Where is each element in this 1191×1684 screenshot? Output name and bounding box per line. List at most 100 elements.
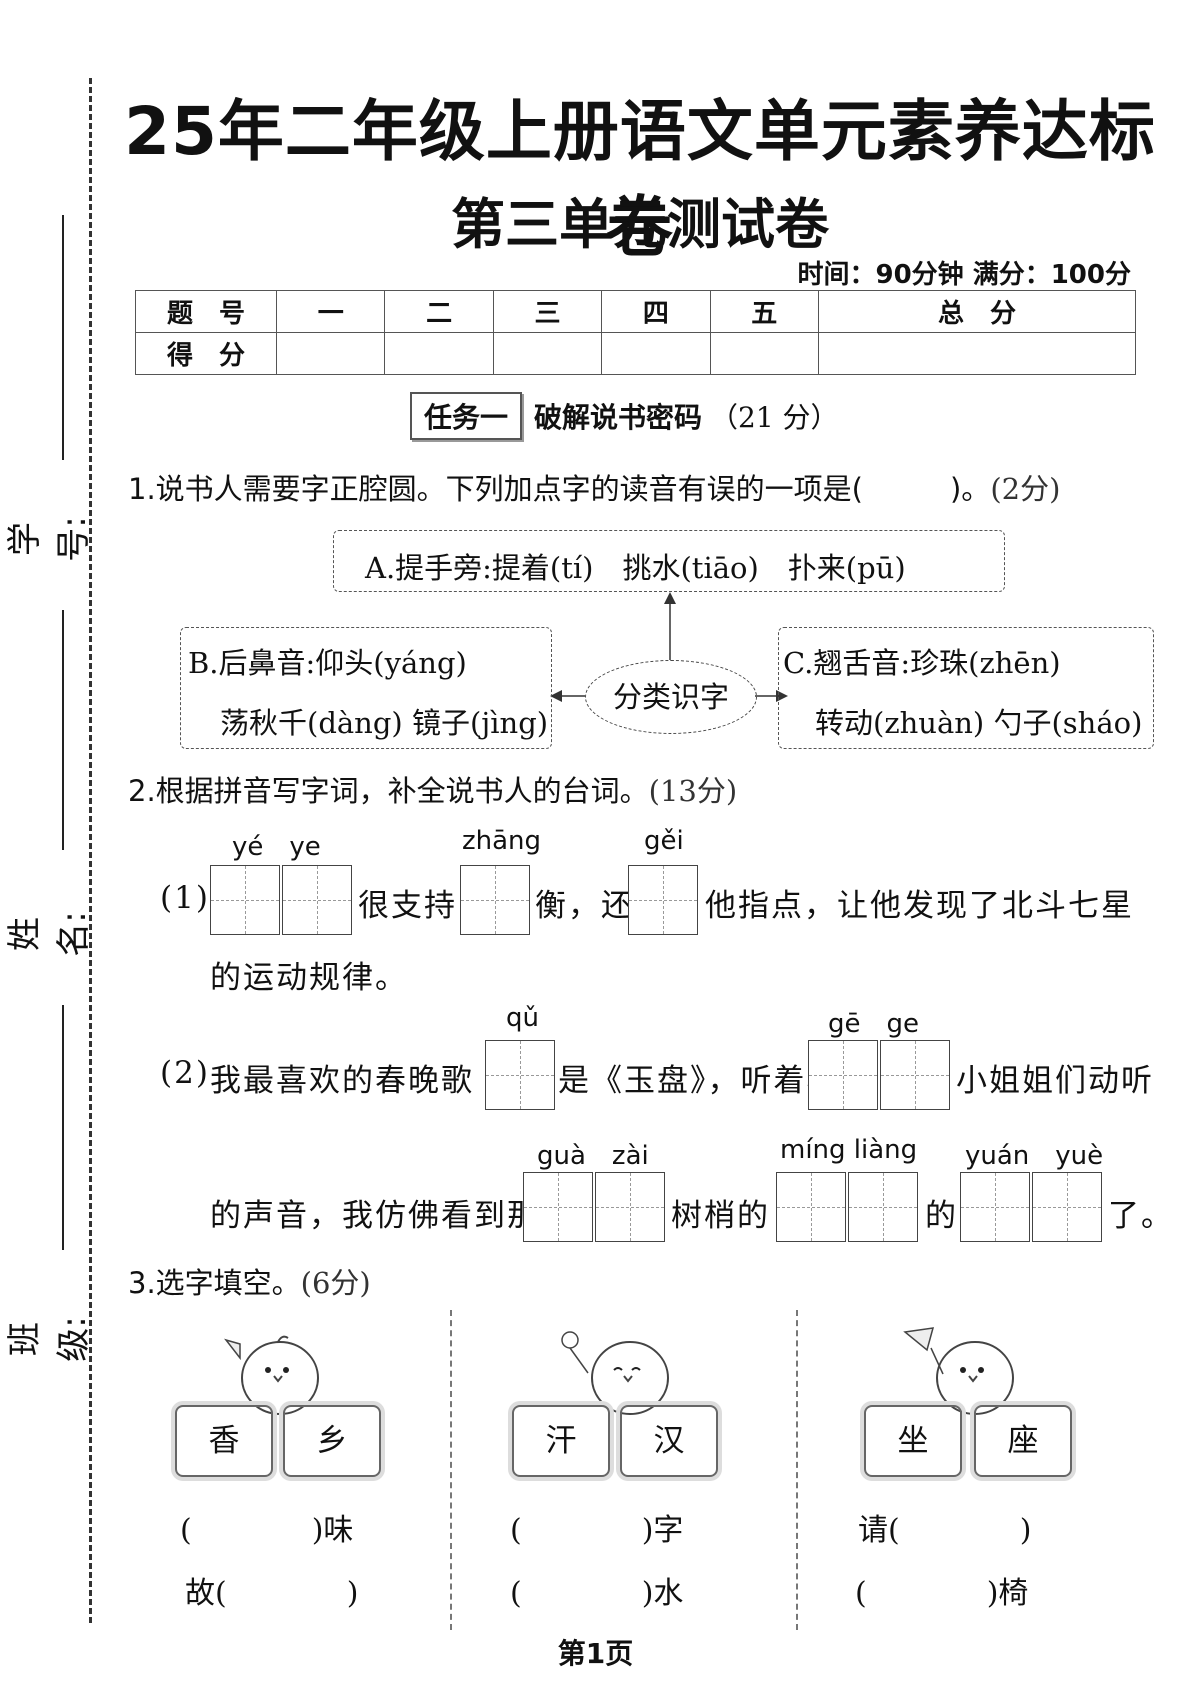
q1-stem: 1.说书人需要字正腔圆。下列加点字的读音有误的一项是( )。(2分): [128, 466, 1060, 508]
column-divider: [450, 1310, 452, 1630]
q2-stem-text: 2.根据拼音写字词，补全说书人的台词。: [128, 774, 649, 808]
tian-grid-box[interactable]: [960, 1172, 1030, 1242]
score-header-cell: 四: [601, 290, 711, 333]
chick-illustration-icon: [561, 1331, 669, 1415]
q2-points: (13分): [648, 774, 738, 808]
sentence-text: 很支持: [358, 888, 457, 924]
score-cell[interactable]: [275, 332, 386, 375]
sentence-label: (1): [160, 880, 210, 916]
arrow-right-icon: [776, 690, 788, 702]
chick-illustration-icon: [223, 1335, 319, 1415]
char-choice-box[interactable]: 汉: [620, 1405, 718, 1477]
tian-grid-box[interactable]: [460, 865, 530, 935]
pinyin: zhāng: [462, 826, 542, 856]
column-divider: [796, 1310, 798, 1630]
arrow-up-icon: [664, 592, 676, 604]
fill-blank[interactable]: 故( ): [185, 1576, 359, 1611]
score-cell[interactable]: [492, 332, 603, 375]
q1-option-c-box: [778, 627, 1154, 749]
q1-option-a[interactable]: A.提手旁:提着(tí) 挑水(tiāo) 扑来(pū): [365, 551, 906, 585]
q1-option-c-line2[interactable]: 转动(zhuàn) 勺子(sháo): [815, 706, 1143, 740]
char-choice-box[interactable]: 汗: [512, 1405, 610, 1477]
score-table-header-row: 题 号 一 二 三 四 五 总 分: [135, 290, 1137, 333]
fill-blank[interactable]: ( )水: [510, 1576, 684, 1611]
time-info: 时间：90分钟 满分：100分: [797, 260, 1131, 290]
page-number: 第1页: [557, 1637, 634, 1670]
sentence-text: 了。: [1108, 1198, 1174, 1234]
class-line: [62, 1005, 64, 1250]
fill-blank[interactable]: ( )椅: [855, 1576, 1029, 1611]
task1-score: （21 分）: [710, 401, 839, 434]
sentence-text: 的: [925, 1198, 958, 1234]
char-choice-box[interactable]: 香: [175, 1405, 273, 1477]
tian-grid-box[interactable]: [595, 1172, 665, 1242]
tian-grid-box[interactable]: [210, 865, 280, 935]
sentence-text: 是《玉盘》，听着小: [558, 1063, 840, 1099]
score-row-label: 得 分: [135, 332, 277, 375]
tian-grid-box[interactable]: [485, 1040, 555, 1110]
q2-stem: 2.根据拼音写字词，补全说书人的台词。(13分): [128, 768, 737, 810]
score-cell[interactable]: [709, 332, 819, 375]
fill-blank[interactable]: ( )味: [180, 1513, 354, 1548]
score-table-score-row: 得 分: [135, 332, 1137, 375]
task1-badge: 任务一: [410, 392, 523, 440]
q1-points: (2分): [990, 472, 1061, 506]
name-line: [62, 610, 64, 850]
sentence-text: 他指点，让他发现了北斗七星: [705, 888, 1134, 924]
sentence-text: 我最喜欢的春晚歌: [210, 1063, 474, 1099]
exam-title: 25年二年级上册语文单元素养达标卷: [124, 93, 1156, 266]
q1-option-c-line1[interactable]: C.翘舌音:珍珠(zhēn): [783, 646, 1061, 680]
pinyin: gē ge: [828, 1009, 920, 1039]
score-header-cell: 三: [492, 290, 603, 333]
score-header-cell: 一: [275, 290, 386, 333]
q1-option-b-line2[interactable]: 荡秋千(dàng) 镜子(jìng): [220, 706, 549, 740]
pinyin: míng liàng: [780, 1135, 918, 1165]
sentence-text: 的运动规律。: [210, 960, 408, 996]
sentence-text: 树梢的: [671, 1198, 770, 1234]
sentence-label: (2): [160, 1055, 210, 1091]
arrow-left-icon: [550, 690, 562, 702]
sentence-text: 的声音，我仿佛看到那: [210, 1198, 540, 1234]
char-choice-box[interactable]: 座: [974, 1405, 1072, 1477]
pinyin: gěi: [644, 826, 684, 856]
fill-blank[interactable]: ( )字: [510, 1513, 684, 1548]
q1-stem-text: 1.说书人需要字正腔圆。下列加点字的读音有误的一项是( )。: [128, 472, 991, 506]
exam-subtitle: 第三单元测试卷: [451, 193, 829, 256]
chick-illustration-icon: [903, 1327, 1014, 1415]
name-label: 姓名:: [5, 911, 94, 957]
score-cell[interactable]: [601, 332, 711, 375]
score-cell[interactable]: [817, 332, 1137, 375]
q1-option-b-box: [180, 627, 552, 749]
tian-grid-box[interactable]: [628, 865, 698, 935]
q1-arrows: [550, 592, 788, 702]
task1-heading: 任务一破解说书密码（21 分）: [410, 392, 839, 440]
tian-grid-box[interactable]: [282, 865, 352, 935]
score-table: 题 号 一 二 三 四 五 总 分 得 分: [135, 290, 1137, 375]
tian-grid-box[interactable]: [808, 1040, 878, 1110]
fill-blank[interactable]: 请( ): [858, 1513, 1032, 1548]
sentence-text: 衡，还: [535, 888, 634, 924]
pinyin: yuán yuè: [965, 1141, 1104, 1171]
char-choice-box[interactable]: 坐: [864, 1405, 962, 1477]
sentence-text: 小姐姐们动听: [956, 1063, 1154, 1099]
tian-grid-box[interactable]: [1032, 1172, 1102, 1242]
binding-dashed-line: [89, 78, 92, 1623]
q3-stem-text: 3.选字填空。: [128, 1266, 301, 1300]
score-header-cell: 二: [384, 290, 494, 333]
q1-center-oval: 分类识字: [585, 660, 757, 734]
class-label: 班级:: [5, 1316, 94, 1362]
score-cell[interactable]: [384, 332, 494, 375]
tian-grid-box[interactable]: [523, 1172, 593, 1242]
q1-option-a-box: [333, 530, 1005, 592]
tian-grid-box[interactable]: [848, 1172, 918, 1242]
pinyin: guà zài: [537, 1141, 649, 1171]
score-header-cell: 总 分: [817, 290, 1137, 333]
char-choice-box[interactable]: 乡: [283, 1405, 381, 1477]
q1-option-b-line1[interactable]: B.后鼻音:仰头(yáng): [188, 646, 467, 680]
tian-grid-box[interactable]: [880, 1040, 950, 1110]
student-id-line: [62, 215, 64, 460]
pinyin: qǔ: [506, 1003, 539, 1033]
q3-stem: 3.选字填空。(6分): [128, 1260, 371, 1302]
tian-grid-box[interactable]: [776, 1172, 846, 1242]
task1-name: 破解说书密码: [534, 401, 703, 434]
